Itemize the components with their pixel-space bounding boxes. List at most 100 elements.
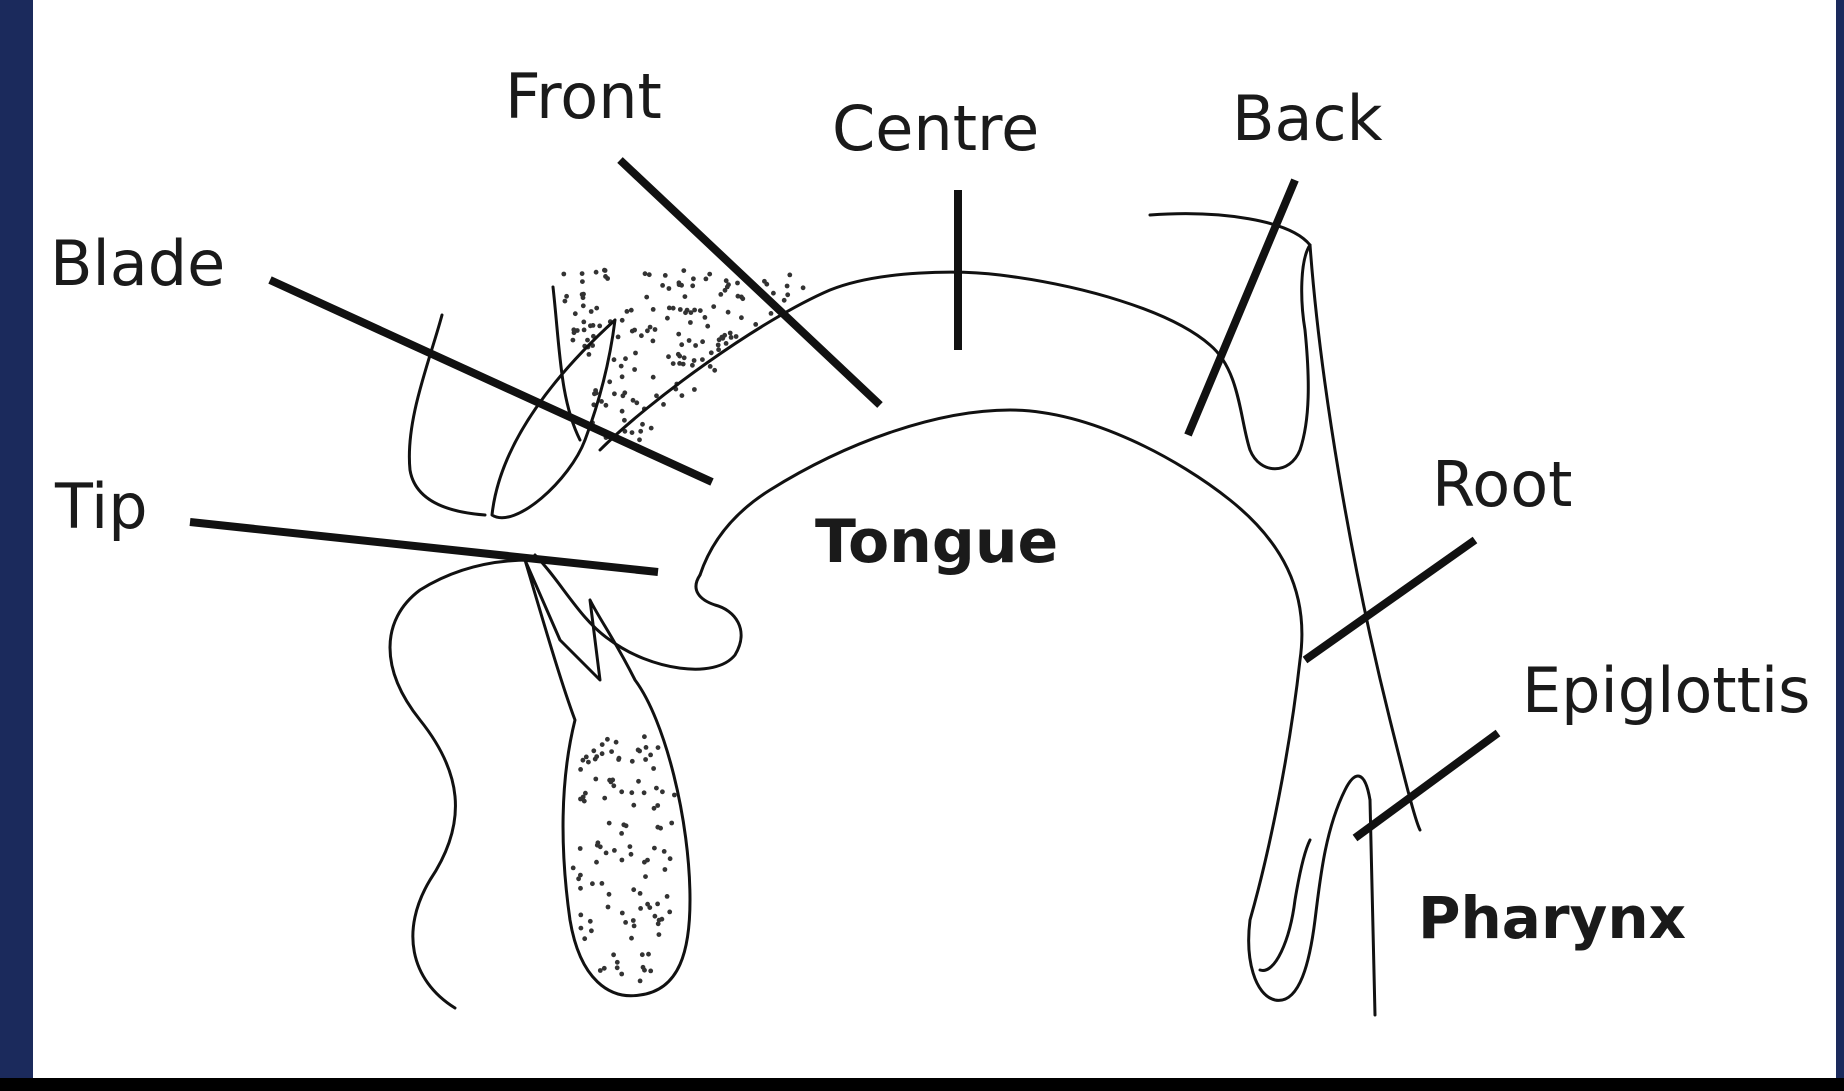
- stipple-dot: [680, 393, 685, 398]
- stipple-dot: [782, 298, 787, 303]
- stipple-dot: [716, 343, 721, 348]
- stipple-dot: [622, 418, 627, 423]
- stipple-dot: [603, 274, 608, 279]
- stipple-dot: [612, 391, 617, 396]
- stipple-dot: [607, 892, 612, 897]
- stipple-dot: [711, 304, 716, 309]
- front-pointer: [620, 160, 880, 405]
- lower-stipple: [571, 734, 677, 983]
- stipple-dot: [589, 928, 594, 933]
- stipple-dot: [636, 748, 641, 753]
- stipple-dot: [646, 952, 651, 957]
- stipple-dot: [563, 299, 568, 304]
- stipple-dot: [643, 271, 648, 276]
- stipple-dot: [644, 295, 649, 300]
- stipple-dot: [578, 886, 583, 891]
- stipple-dot: [647, 905, 652, 910]
- stipple-dot: [598, 968, 603, 973]
- stipple-dot: [667, 910, 672, 915]
- stipple-dot: [652, 846, 657, 851]
- stipple-dot: [620, 858, 625, 863]
- stipple-dot: [657, 932, 662, 937]
- stipple-dot: [619, 789, 624, 794]
- stipple-dot: [620, 374, 625, 379]
- stipple-dot: [616, 335, 621, 340]
- stipple-dot: [629, 936, 634, 941]
- stipple-dot: [653, 914, 658, 919]
- stipple-dot: [594, 754, 599, 759]
- stipple-dot: [638, 906, 643, 911]
- stipple-dot: [671, 306, 676, 311]
- stipple-dot: [585, 338, 590, 343]
- stipple-dot: [620, 318, 625, 323]
- stipple-dot: [682, 355, 687, 360]
- label-pharynx: Pharynx: [1418, 884, 1686, 952]
- stipple-dot: [687, 338, 692, 343]
- stipple-dot: [769, 311, 774, 316]
- stipple-dot: [665, 316, 670, 321]
- stipple-dot: [703, 315, 708, 320]
- stipple-dot: [658, 826, 663, 831]
- label-epiglottis: Epiglottis: [1522, 654, 1810, 727]
- stipple-dot: [589, 309, 594, 314]
- stipple-dot: [607, 379, 612, 384]
- stipple-dot: [677, 361, 682, 366]
- stipple-dot: [623, 920, 628, 925]
- stipple-dot: [712, 368, 717, 373]
- stipple-dot: [605, 737, 610, 742]
- stipple-dot: [661, 402, 666, 407]
- stipple-dot: [619, 364, 624, 369]
- stipple-dot: [671, 361, 676, 366]
- stipple-dot: [628, 844, 633, 849]
- stipple-dot: [692, 387, 697, 392]
- stipple-dot: [691, 276, 696, 281]
- stipple-dot: [616, 757, 621, 762]
- stipple-dot: [571, 338, 576, 343]
- stipple-dot: [612, 848, 617, 853]
- stipple-dot: [771, 291, 776, 296]
- stipple-dot: [597, 324, 602, 329]
- stipple-dot: [578, 797, 583, 802]
- stipple-dot: [690, 363, 695, 368]
- stipple-dot: [600, 881, 605, 886]
- stipple-dot: [653, 327, 658, 332]
- tip-pointer: [190, 522, 658, 572]
- stipple-dot: [642, 790, 647, 795]
- stipple-dot: [663, 867, 668, 872]
- stipple-dot: [651, 339, 656, 344]
- stipple-dot: [723, 288, 728, 293]
- stipple-dot: [726, 310, 731, 315]
- stipple-dot: [623, 356, 628, 361]
- stipple-dot: [602, 796, 607, 801]
- stipple-dot: [693, 343, 698, 348]
- stipple-dot: [583, 791, 588, 796]
- stipple-dot: [704, 277, 709, 282]
- stipple-dot: [728, 331, 733, 336]
- stipple-dot: [669, 821, 674, 826]
- stipple-dot: [666, 354, 671, 359]
- stipple-dot: [576, 876, 581, 881]
- stipple-dot: [660, 283, 665, 288]
- stipple-dot: [734, 334, 739, 339]
- label-back: Back: [1232, 82, 1383, 155]
- stipple-dot: [724, 341, 729, 346]
- stipple-dot: [588, 919, 593, 924]
- epiglottis-outline: [1260, 840, 1310, 970]
- stipple-dot: [578, 846, 583, 851]
- label-blade: Blade: [50, 227, 225, 300]
- stipple-dot: [647, 272, 652, 277]
- stipple-dot: [631, 398, 636, 403]
- stipple-dot: [609, 780, 614, 785]
- stipple-dot: [620, 409, 625, 414]
- label-tip: Tip: [54, 470, 148, 543]
- stipple-dot: [629, 790, 634, 795]
- stipple-dot: [676, 352, 681, 357]
- stipple-dot: [579, 926, 584, 931]
- stipple-dot: [609, 749, 614, 754]
- stipple-dot: [614, 740, 619, 745]
- upper-tooth-outline: [492, 287, 615, 518]
- stipple-dot: [668, 856, 673, 861]
- stipple-dot: [581, 758, 586, 763]
- stipple-dot: [785, 284, 790, 289]
- stipple-dot: [587, 352, 592, 357]
